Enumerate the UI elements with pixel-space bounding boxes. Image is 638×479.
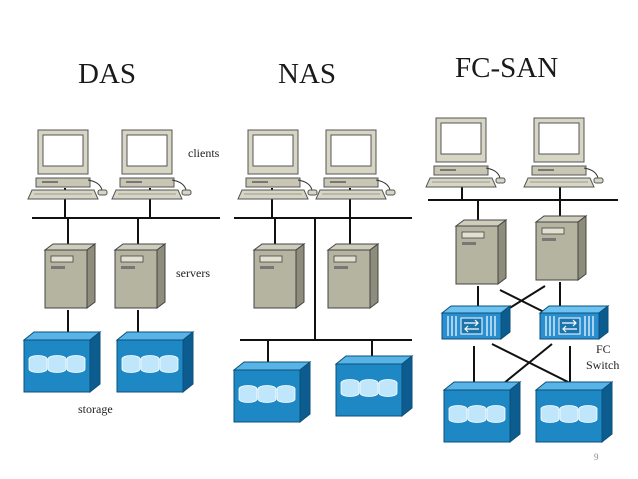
fc-switch-icon-1 [441, 305, 511, 340]
page-number: 9 [594, 452, 599, 462]
fc-switch-icon-2 [539, 305, 609, 340]
das-server-icon-2 [114, 243, 166, 309]
nas-storage-icon-1 [233, 361, 311, 423]
fcsan-client-icon-2 [523, 117, 604, 188]
nas-server-icon-1 [253, 243, 305, 309]
nas-client-icon-1 [237, 129, 318, 200]
fc-switch-label-line1: FC [596, 342, 611, 356]
fcsan-title: FC-SAN [455, 52, 559, 84]
fcsan-server-icon-1 [455, 219, 507, 285]
fc-switch-label-line2: Switch [586, 358, 620, 372]
fcsan-storage-icon-1 [443, 381, 521, 443]
nas-storage-icon-2 [335, 355, 413, 417]
das-client-icon-2 [111, 129, 192, 200]
das-title: DAS [78, 58, 137, 90]
storage-label: storage [78, 402, 113, 416]
fcsan-server-icon-2 [535, 215, 587, 281]
das-storage-icon-1 [23, 331, 101, 393]
clients-label: clients [188, 146, 220, 160]
fcsan-client-icon-1 [425, 117, 506, 188]
nas-server-icon-2 [327, 243, 379, 309]
servers-label: servers [176, 266, 210, 280]
nas-title: NAS [278, 58, 337, 90]
nas-client-icon-2 [315, 129, 396, 200]
fcsan-storage-icon-2 [535, 381, 613, 443]
nas-network [234, 188, 412, 368]
das-server-icon-1 [44, 243, 96, 309]
das-client-icon-1 [27, 129, 108, 200]
das-storage-icon-2 [116, 331, 194, 393]
